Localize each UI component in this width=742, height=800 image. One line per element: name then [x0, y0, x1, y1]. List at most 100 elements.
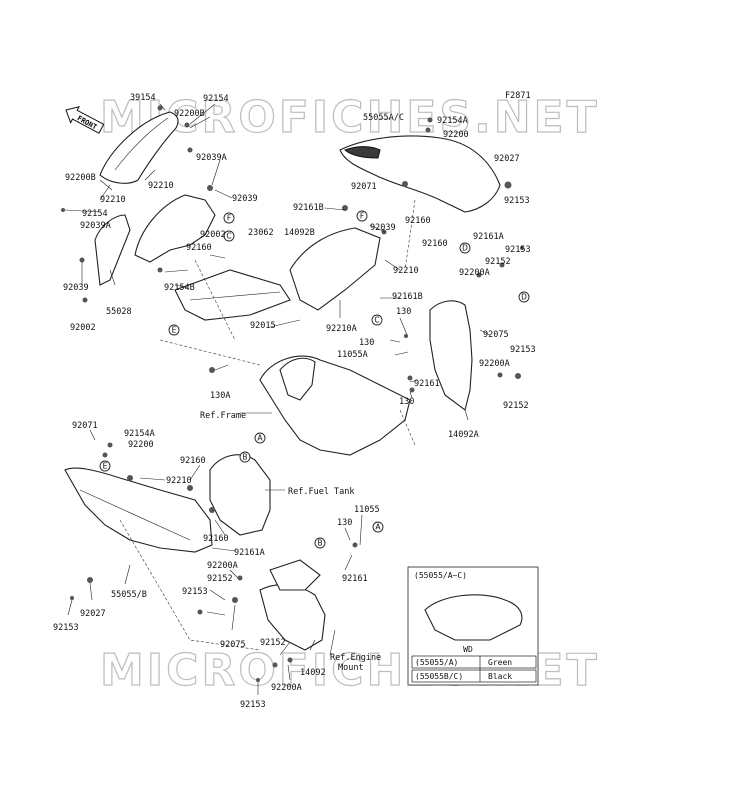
inset-row1-code: (55055/A) — [415, 658, 458, 667]
label-92002-a: 92002 — [200, 230, 226, 240]
label-92152-a: 92152 — [485, 257, 511, 267]
fuel-tank-side-cover — [209, 454, 271, 536]
upper-cowl-vent — [344, 146, 381, 159]
label-92160-d: 92160 — [180, 456, 206, 466]
label-92200A-b: 92200A — [479, 359, 510, 369]
label-11055A: 11055A — [337, 350, 368, 360]
callout-A-2 — [372, 521, 384, 533]
leader-lines — [64, 103, 491, 695]
callout-D-1 — [459, 242, 471, 254]
label-92160-e: 92160 — [203, 534, 229, 544]
callout-C-2 — [371, 314, 383, 326]
svg-text:D: D — [462, 244, 468, 253]
label-130-a: 130 — [396, 307, 411, 317]
label-92161A-b: 92161A — [234, 548, 265, 558]
label-55055B: 55055/B — [111, 590, 147, 600]
label-92015: 92015 — [250, 321, 276, 331]
svg-text:F: F — [227, 214, 231, 223]
label-92160-a: 92160 — [186, 243, 212, 253]
label-92200B-b: 92200B — [65, 173, 96, 183]
label-92160-c: 92160 — [422, 239, 448, 249]
svg-text:D: D — [521, 293, 527, 302]
label-92152-d: 92152 — [260, 638, 286, 648]
label-92161B-b: 92161B — [392, 292, 423, 302]
label-92071-a: 92071 — [351, 182, 377, 192]
label-92039-b: 92039 — [63, 283, 89, 293]
label-130A: 130A — [210, 391, 230, 401]
label-92210A: 92210A — [326, 324, 357, 334]
windshield — [99, 111, 179, 184]
label-92071-b: 92071 — [72, 421, 98, 431]
label-92160-b: 92160 — [405, 216, 431, 226]
callouts: F C E F C D D A B E B A — [99, 210, 530, 549]
callout-B-1 — [239, 451, 251, 463]
label-11055: 11055 — [354, 505, 380, 515]
inner-fairing-14092A — [429, 300, 473, 411]
lower-cowl-left — [64, 467, 213, 553]
upper-cowl-right — [339, 135, 501, 213]
label-92161-b: 92161 — [342, 574, 368, 584]
callout-E-2 — [99, 460, 111, 472]
lower-bracket — [269, 559, 321, 591]
label-55028: 55028 — [106, 307, 132, 317]
svg-text:C: C — [226, 232, 231, 241]
label-92027-a: 92027 — [494, 154, 520, 164]
label-92154A-a: 92154A — [437, 116, 468, 126]
callout-F-1 — [223, 212, 235, 224]
lower-inner-panel-14092 — [259, 584, 326, 651]
label-14092: 14092 — [300, 668, 326, 678]
label-130-b: 130 — [359, 338, 374, 348]
label-92039A-a: 92039A — [80, 221, 111, 231]
label-92200A-d: 92200A — [271, 683, 302, 693]
label-92039A-b: 92039A — [196, 153, 227, 163]
svg-text:E: E — [172, 326, 177, 335]
label-92210-b: 92210 — [100, 195, 126, 205]
label-92154-a: 92154 — [203, 94, 229, 104]
label-92153-a: 92153 — [504, 196, 530, 206]
label-92161B-a: 92161B — [293, 203, 324, 213]
svg-text:A: A — [375, 523, 381, 532]
svg-text:A: A — [257, 434, 263, 443]
label-14092B: 14092B — [284, 228, 315, 238]
svg-text:E: E — [103, 462, 108, 471]
label-92002-b: 92002 — [70, 323, 96, 333]
frame-inner — [279, 357, 316, 401]
inner-cowl-left — [94, 214, 131, 286]
label-92153-f: 92153 — [240, 700, 266, 710]
label-92210-c: 92210 — [393, 266, 419, 276]
callout-F-2 — [356, 210, 368, 222]
label-92075-b: 92075 — [220, 640, 246, 650]
ref-engine-mount-label-2: Mount — [338, 663, 364, 673]
label-92210-d: 92210 — [166, 476, 192, 486]
label-92154-b: 92154 — [82, 209, 108, 219]
label-92152-b: 92152 — [503, 401, 529, 411]
label-92200A-c: 92200A — [207, 561, 238, 571]
inset-row2-code: (55055B/C) — [415, 672, 463, 681]
label-92153-d: 92153 — [182, 587, 208, 597]
inset-header: WD — [463, 645, 473, 654]
inner-cover-14092B — [289, 227, 381, 311]
watermark-top: MICROFICHES.NET — [100, 92, 600, 143]
label-92152-c: 92152 — [207, 574, 233, 584]
label-92200A-a: 92200A — [459, 268, 490, 278]
label-92153-b: 92153 — [505, 245, 531, 255]
part-labels: 39154 92154 92200B 92200B 92210 92210 92… — [53, 93, 536, 710]
label-39154: 39154 — [130, 93, 156, 103]
label-23062: 23062 — [248, 228, 274, 238]
svg-text:C: C — [374, 316, 379, 325]
color-inset: (55055/A~C) WD (55055/A) Green (55055B/C… — [407, 566, 539, 686]
front-arrow-icon: FRONT — [65, 105, 105, 134]
label-92153-e: 92153 — [53, 623, 79, 633]
ref-frame-label: Ref.Frame — [200, 411, 246, 421]
inset-row1-color: Green — [488, 658, 512, 667]
svg-text:B: B — [317, 539, 322, 548]
svg-text:F: F — [360, 212, 364, 221]
lower-cowl-left-line — [79, 489, 191, 541]
label-92200-b: 92200 — [128, 440, 154, 450]
label-92075-a: 92075 — [483, 330, 509, 340]
callout-C-1 — [223, 230, 235, 242]
ref-fuel-tank-label: Ref.Fuel Tank — [288, 487, 355, 497]
label-130-c: 130 — [399, 397, 414, 407]
label-55055AC: 55055A/C — [363, 113, 404, 123]
